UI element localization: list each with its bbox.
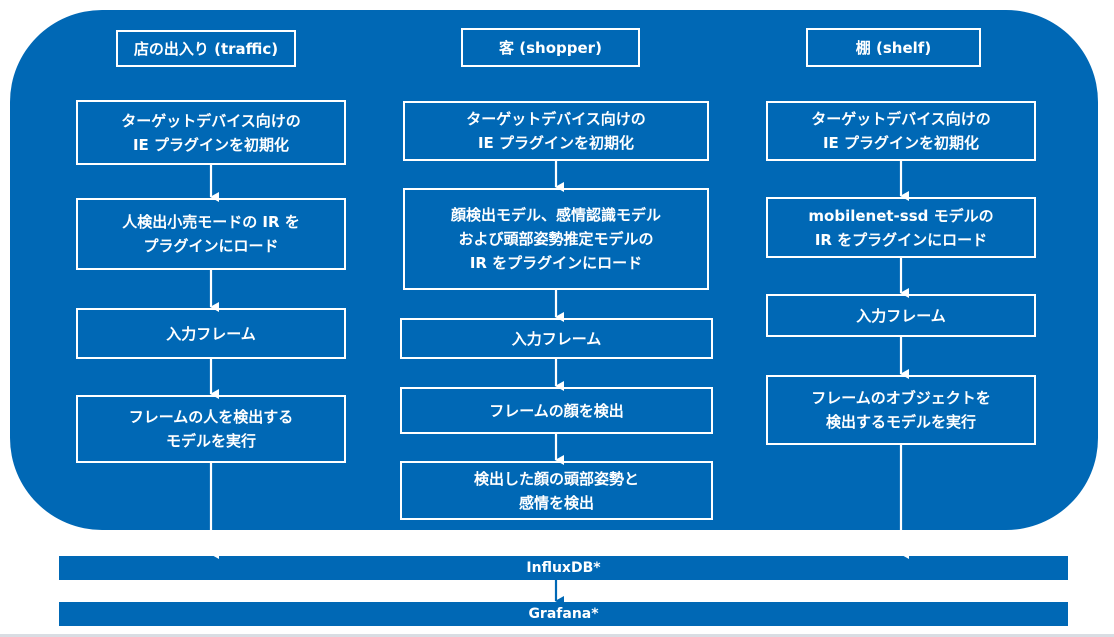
influxdb-bar: InfluxDB* <box>59 556 1068 580</box>
shopper-step-input-frame: 入力フレーム <box>400 318 713 359</box>
traffic-step-init-plugin: ターゲットデバイス向けの IE プラグインを初期化 <box>76 100 346 165</box>
traffic-step-input-frame: 入力フレーム <box>76 308 346 359</box>
traffic-title: 店の出入り (traffic) <box>116 30 296 67</box>
shopper-title: 客 (shopper) <box>461 28 640 67</box>
shelf-step-detect-objects: フレームのオブジェクトを 検出するモデルを実行 <box>766 375 1036 445</box>
shelf-step-init-plugin: ターゲットデバイス向けの IE プラグインを初期化 <box>766 101 1036 161</box>
traffic-step-detect-people: フレームの人を検出する モデルを実行 <box>76 395 346 463</box>
shopper-step-init-plugin: ターゲットデバイス向けの IE プラグインを初期化 <box>403 101 709 161</box>
shopper-step-headpose-emotion: 検出した顔の頭部姿勢と 感情を検出 <box>400 461 713 520</box>
shelf-title: 棚 (shelf) <box>806 28 981 67</box>
bottom-divider <box>0 634 1114 637</box>
grafana-bar: Grafana* <box>59 602 1068 626</box>
